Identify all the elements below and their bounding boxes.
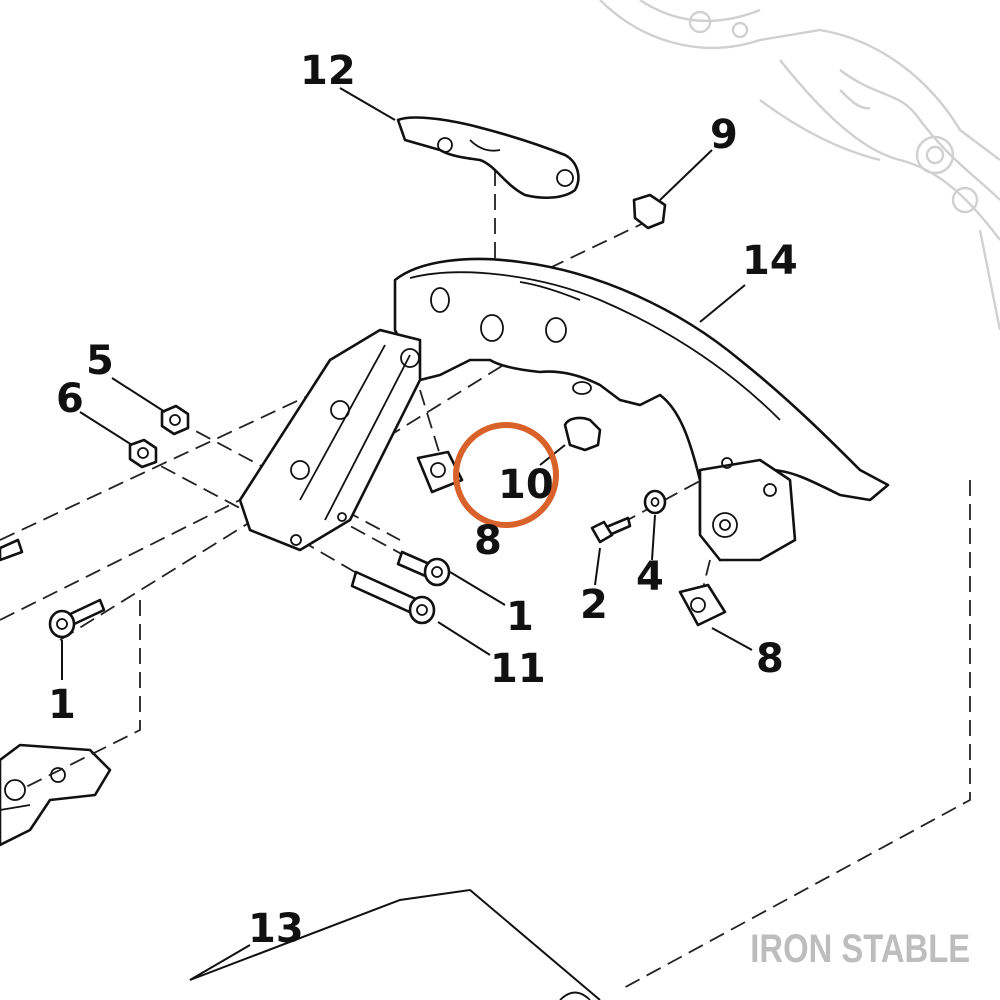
label-2: 2 (580, 582, 608, 628)
bolt-part-11 (350, 570, 436, 625)
leader-lines (61, 87, 753, 981)
label-12: 12 (300, 48, 356, 94)
part-labels: 12 9 14 5 6 10 8 1 11 2 4 8 1 13 (48, 48, 798, 952)
label-1-left: 1 (48, 682, 76, 728)
label-13: 13 (248, 906, 304, 952)
label-14: 14 (742, 238, 798, 284)
nut-plate-8-left (416, 450, 464, 494)
nut-part-6 (128, 438, 158, 469)
bolt-part-1-left (48, 598, 106, 639)
label-8-left: 8 (474, 518, 502, 564)
trim-part-12 (396, 116, 580, 200)
lower-frame-lines (189, 888, 601, 1000)
label-8-right: 8 (756, 636, 784, 682)
highlight-ring (453, 422, 559, 528)
label-6: 6 (56, 376, 84, 422)
strut-bracket (238, 328, 422, 552)
nut-plate-8-right (678, 583, 727, 627)
washer-part-4 (643, 489, 667, 515)
label-4: 4 (636, 554, 664, 600)
brand-watermark: IRON STABLE (750, 927, 970, 971)
label-5: 5 (86, 338, 114, 384)
label-11: 11 (490, 646, 546, 692)
ghost-frame-upper (599, 0, 1000, 331)
label-9: 9 (710, 112, 738, 158)
clip-part-10 (563, 416, 602, 452)
screw-part-2 (590, 516, 632, 544)
clip-part-9 (632, 193, 667, 230)
label-1-mid: 1 (506, 594, 534, 640)
bolt-part-1-edge (0, 538, 24, 562)
label-10: 10 (498, 462, 554, 508)
nut-part-5 (160, 404, 190, 436)
fender-part-14 (393, 257, 890, 562)
ghost-bracket-lower (0, 743, 112, 847)
bolt-part-1-mid (396, 550, 451, 587)
